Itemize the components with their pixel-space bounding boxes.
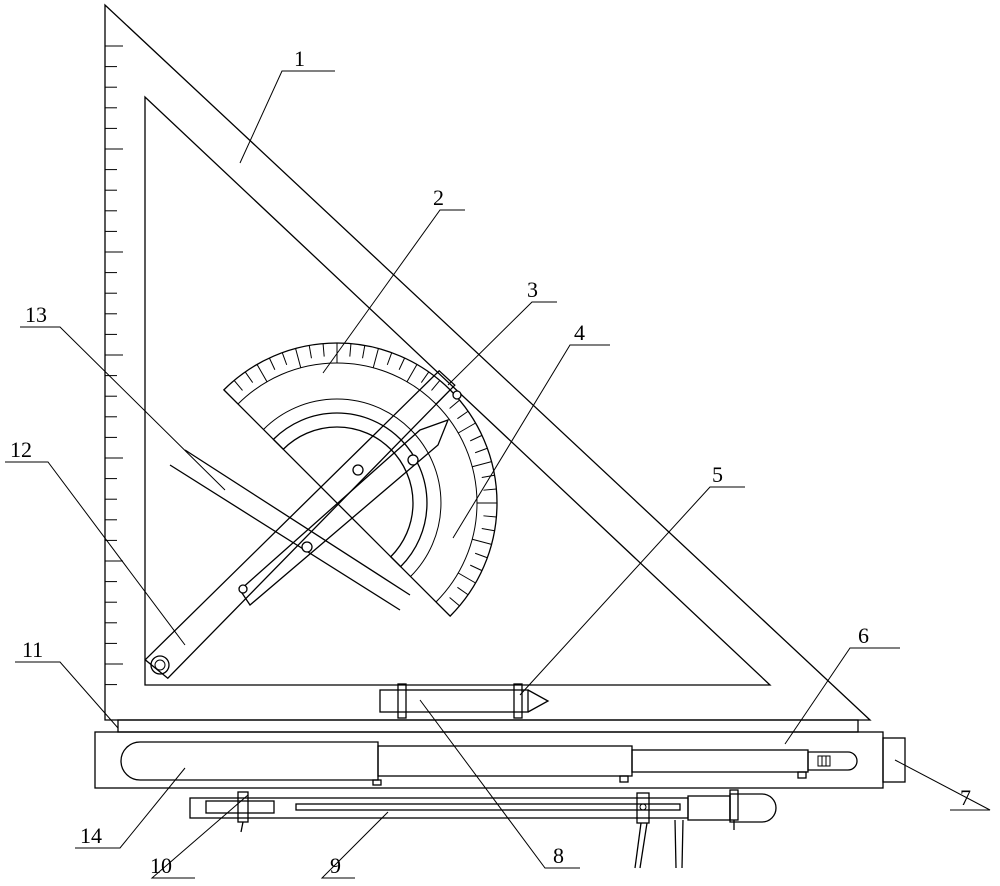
protractor-tick bbox=[481, 528, 495, 532]
protractor-tick bbox=[483, 515, 497, 518]
protractor-tick bbox=[457, 410, 469, 420]
ruler-scale-ticks bbox=[105, 45, 123, 686]
label-8: 8 bbox=[553, 843, 564, 868]
protractor-tick bbox=[244, 371, 254, 383]
label-7: 7 bbox=[960, 785, 971, 810]
protractor-tick bbox=[470, 434, 483, 442]
protractor-tick bbox=[281, 352, 288, 366]
label-11: 11 bbox=[22, 637, 43, 662]
label-3: 3 bbox=[527, 277, 538, 302]
protractor-tick bbox=[470, 564, 483, 572]
cross-arm bbox=[169, 449, 411, 611]
label-6: 6 bbox=[858, 623, 869, 648]
protractor-tick bbox=[372, 348, 379, 368]
protractor-tick bbox=[449, 597, 460, 607]
protractor-tick bbox=[308, 345, 312, 359]
protractor-tick bbox=[349, 343, 352, 357]
protractor-tick bbox=[420, 371, 430, 383]
compass-bar bbox=[189, 789, 777, 869]
protractor-tick bbox=[295, 348, 302, 368]
label-10: 10 bbox=[150, 853, 172, 878]
protractor-scale-ticks bbox=[223, 342, 498, 617]
protractor-tick bbox=[472, 461, 492, 468]
protractor-tick bbox=[457, 586, 469, 596]
label-1: 1 bbox=[294, 46, 305, 71]
protractor-tick bbox=[233, 380, 243, 391]
protractor-tick bbox=[223, 389, 239, 405]
protractor-tick bbox=[457, 572, 476, 584]
protractor-tick bbox=[268, 357, 276, 370]
part-labels: 1 2 3 4 5 6 7 8 9 10 11 12 13 14 bbox=[10, 46, 971, 878]
set-square bbox=[104, 3, 872, 721]
housing bbox=[94, 731, 906, 789]
protractor-tick bbox=[474, 552, 488, 559]
base-rail bbox=[117, 719, 859, 733]
telescopic-rod bbox=[120, 741, 858, 786]
protractor-tick bbox=[431, 380, 441, 391]
protractor-tick bbox=[449, 399, 460, 409]
protractor-tick bbox=[362, 345, 366, 359]
label-4: 4 bbox=[574, 320, 585, 345]
protractor-tick bbox=[474, 447, 488, 454]
protractor-tick bbox=[435, 601, 451, 617]
protractor-tick bbox=[457, 422, 476, 434]
protractor-tick bbox=[476, 502, 498, 504]
protractor-tick bbox=[398, 357, 406, 370]
protractor-tick bbox=[472, 538, 492, 545]
protractor-tick bbox=[386, 352, 393, 366]
protractor-tick bbox=[256, 364, 268, 383]
pencil-holder bbox=[379, 683, 550, 719]
label-12: 12 bbox=[10, 437, 32, 462]
protractor bbox=[222, 342, 498, 618]
leader-lines bbox=[5, 70, 991, 879]
protractor-tick bbox=[322, 343, 325, 357]
label-13: 13 bbox=[25, 302, 47, 327]
label-9: 9 bbox=[330, 853, 341, 878]
protractor-tick bbox=[483, 488, 497, 491]
long-arm bbox=[144, 369, 462, 680]
protractor-tick bbox=[406, 364, 418, 383]
label-5: 5 bbox=[712, 462, 723, 487]
label-2: 2 bbox=[433, 185, 444, 210]
protractor-tick bbox=[481, 474, 495, 478]
label-14: 14 bbox=[80, 823, 102, 848]
